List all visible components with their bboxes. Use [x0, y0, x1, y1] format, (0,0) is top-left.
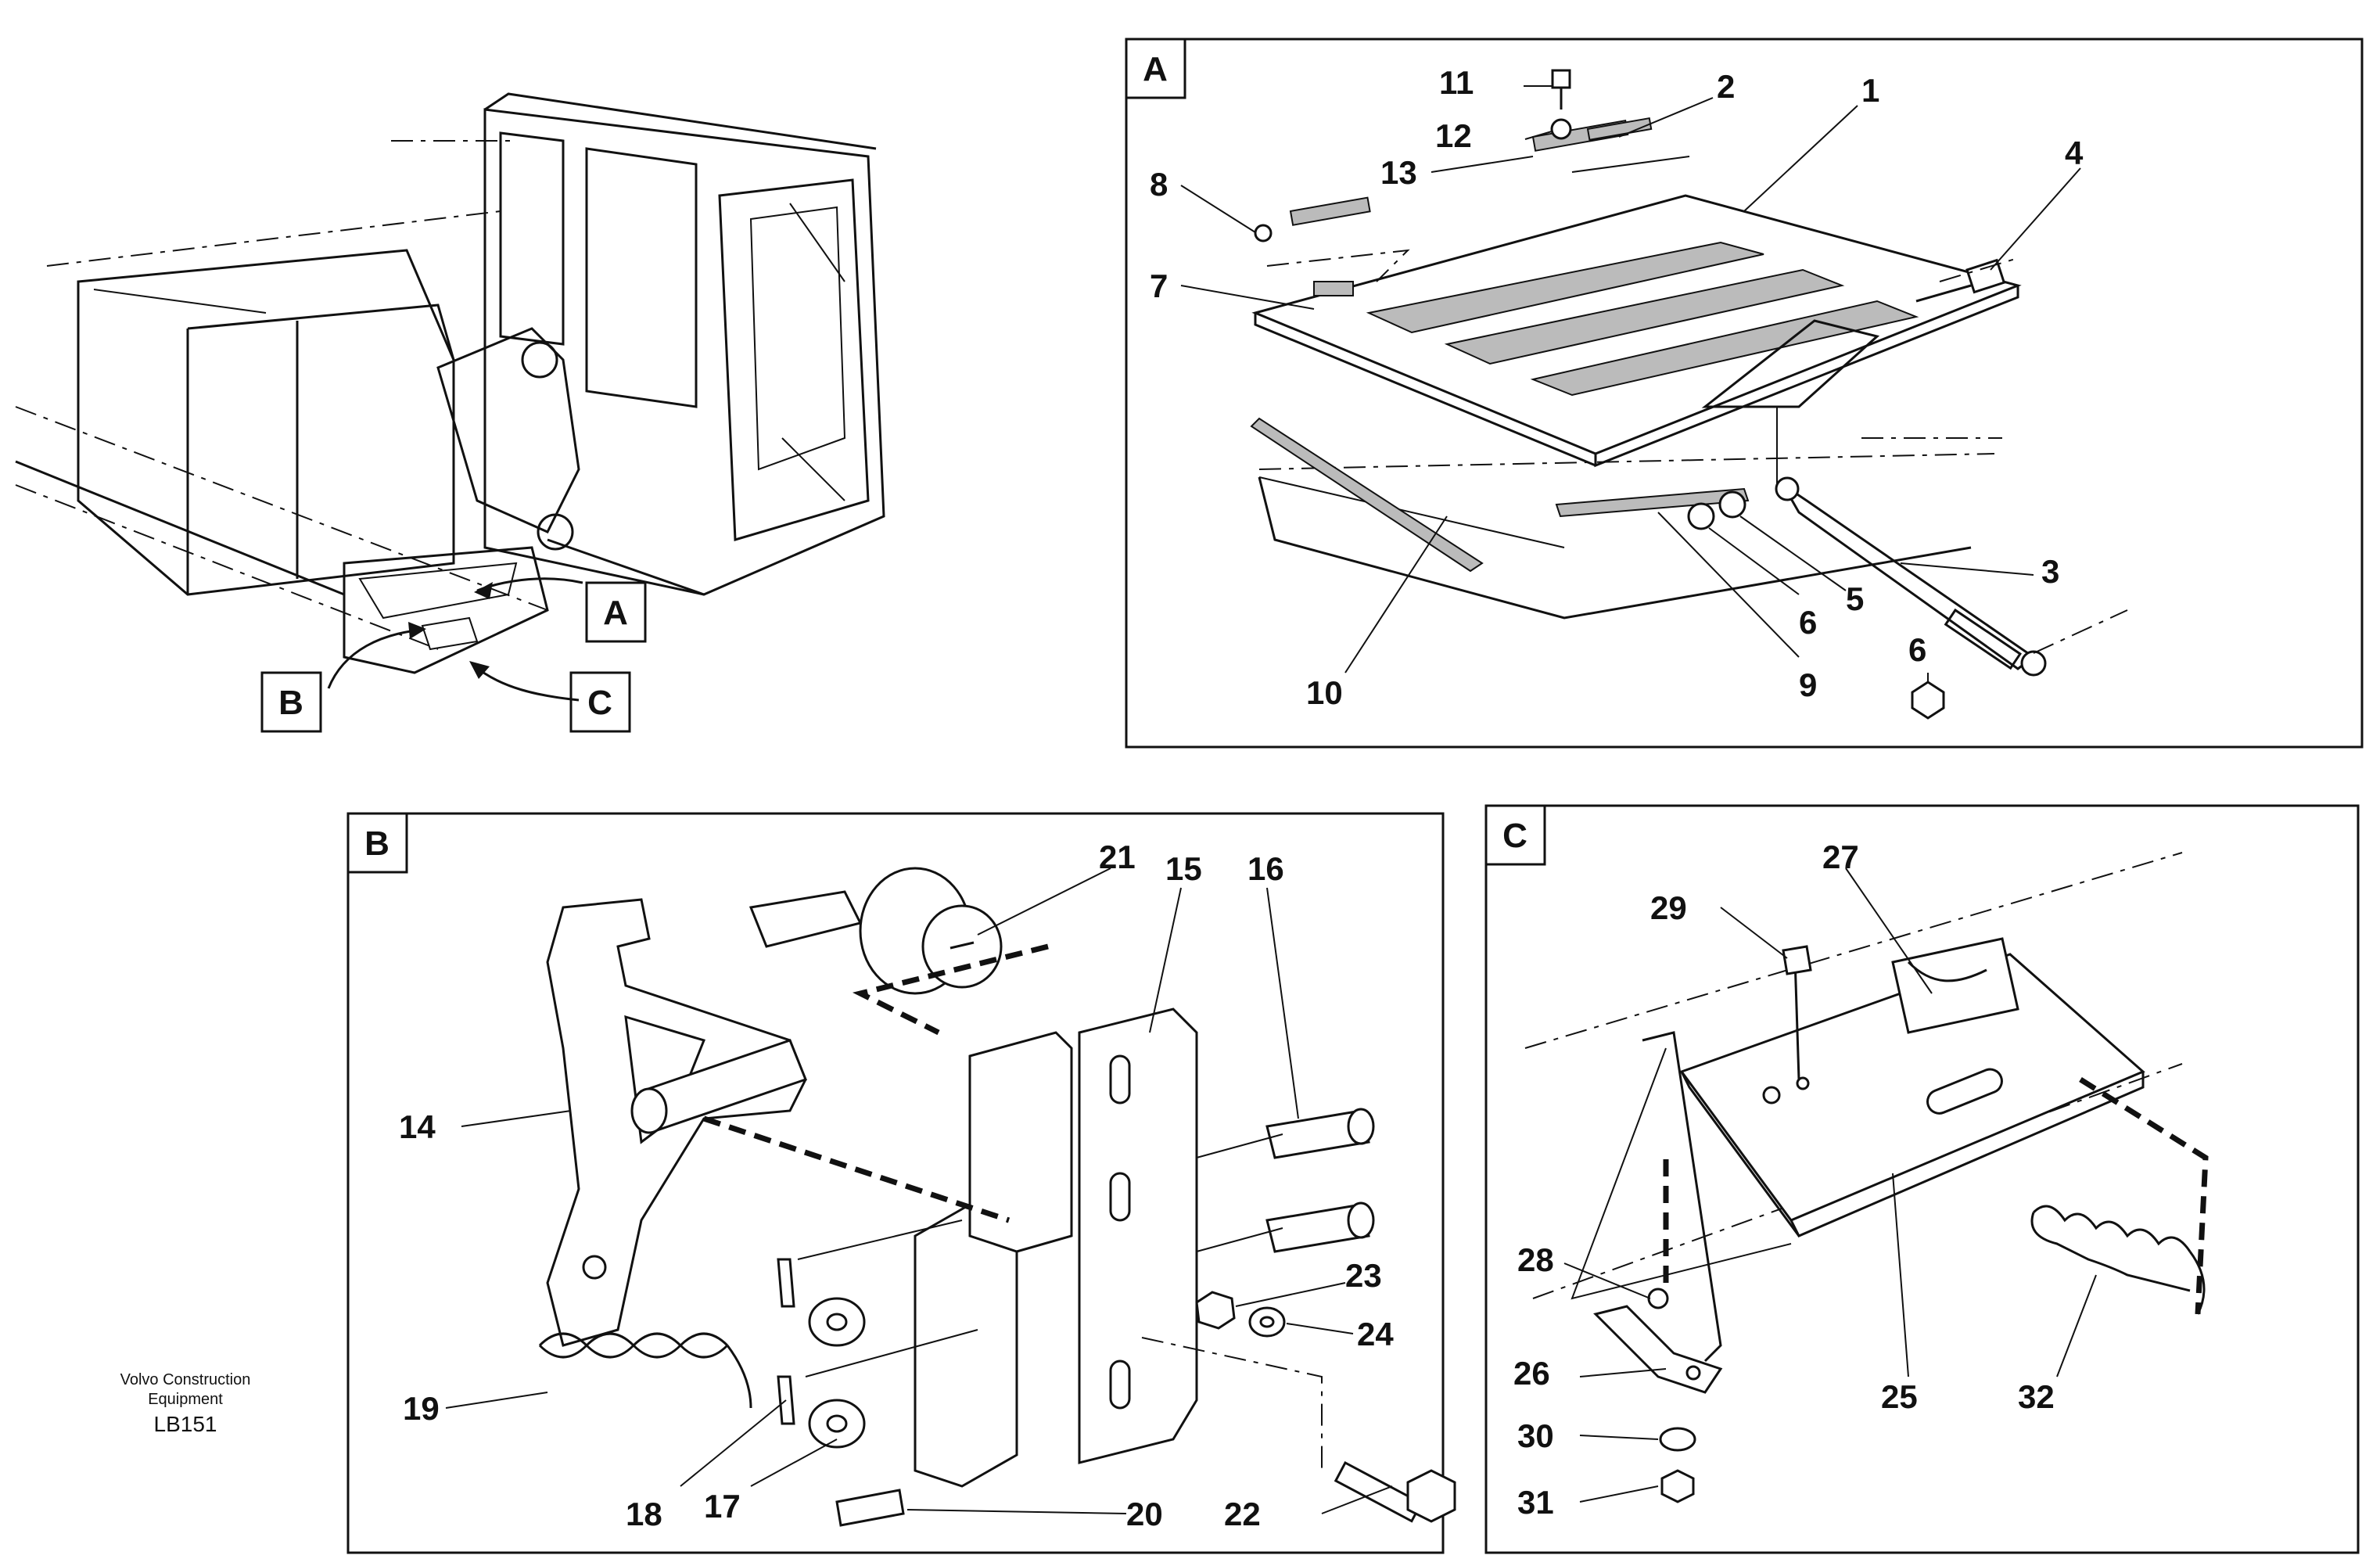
overview-callout-B: B	[260, 671, 322, 733]
svg-text:LB151: LB151	[154, 1412, 217, 1436]
svg-text:C: C	[1502, 817, 1527, 855]
panel-a-leaders	[1180, 85, 2081, 682]
svg-text:20: 20	[1126, 1496, 1163, 1532]
svg-text:15: 15	[1165, 850, 1202, 887]
svg-text:16: 16	[1247, 850, 1284, 887]
panel-a: A	[1125, 38, 2364, 749]
overview-machine	[15, 92, 885, 674]
svg-text:31: 31	[1517, 1484, 1554, 1521]
svg-text:8: 8	[1150, 166, 1168, 203]
svg-text:21: 21	[1099, 839, 1136, 875]
svg-text:4: 4	[2065, 135, 2084, 171]
svg-text:27: 27	[1822, 839, 1859, 875]
svg-text:24: 24	[1357, 1316, 1394, 1352]
svg-text:13: 13	[1380, 154, 1417, 191]
panel-b-leaders	[445, 867, 1393, 1514]
svg-text:29: 29	[1650, 889, 1687, 926]
svg-text:1: 1	[1861, 72, 1879, 109]
overview-callout-A: A	[585, 581, 647, 643]
svg-text:5: 5	[1846, 580, 1864, 617]
svg-text:Volvo Construction: Volvo Construction	[120, 1371, 251, 1388]
svg-text:10: 10	[1306, 674, 1343, 711]
svg-text:B: B	[364, 824, 389, 863]
panel-c-labels: 25 26 27 28 29 30 31 32	[1513, 839, 2055, 1521]
svg-text:B: B	[278, 684, 303, 722]
svg-text:11: 11	[1439, 64, 1474, 101]
overview-callout-C: C	[569, 671, 631, 733]
svg-text:25: 25	[1881, 1378, 1918, 1415]
panel-c-leaders	[1563, 867, 2097, 1503]
svg-text:2: 2	[1717, 68, 1735, 105]
svg-text:6: 6	[1799, 604, 1817, 641]
svg-text:17: 17	[704, 1488, 741, 1525]
svg-text:9: 9	[1799, 666, 1817, 703]
svg-text:18: 18	[626, 1496, 662, 1532]
svg-text:A: A	[603, 594, 628, 632]
svg-text:12: 12	[1435, 117, 1472, 154]
svg-text:19: 19	[403, 1390, 440, 1427]
svg-text:C: C	[587, 684, 612, 722]
svg-text:22: 22	[1224, 1496, 1261, 1532]
svg-text:A: A	[1143, 50, 1168, 88]
svg-text:26: 26	[1513, 1355, 1550, 1392]
svg-text:7: 7	[1150, 268, 1168, 304]
panel-b: B	[346, 812, 1456, 1554]
svg-text:28: 28	[1517, 1241, 1554, 1278]
panel-b-labels: 14 15 16 17 18 19 20 21 22 23 24	[399, 839, 1394, 1532]
overview-callout-arrows	[327, 577, 583, 702]
svg-text:32: 32	[2018, 1378, 2055, 1415]
svg-text:23: 23	[1345, 1257, 1382, 1294]
svg-text:Equipment: Equipment	[148, 1391, 223, 1408]
svg-text:14: 14	[399, 1108, 436, 1145]
panel-c: C	[1484, 804, 2360, 1554]
svg-text:6: 6	[1908, 631, 1926, 668]
credit-block: Volvo Construction Equipment LB151	[120, 1371, 251, 1436]
svg-text:30: 30	[1517, 1417, 1554, 1454]
svg-text:3: 3	[2041, 553, 2059, 590]
panel-a-labels: 1 2 3 4 5 6 6 7 8 9 10 11 12 13	[1150, 64, 2084, 711]
